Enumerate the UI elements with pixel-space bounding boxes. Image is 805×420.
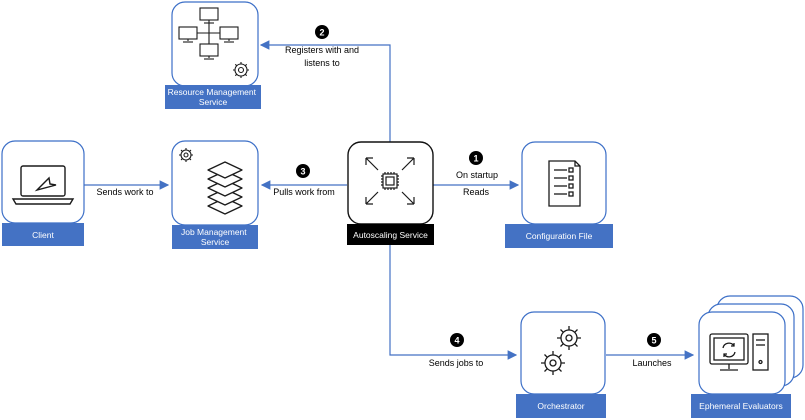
node-autoscaling: Autoscaling Service [347, 141, 434, 245]
node-resource-management: Resource Management Service [165, 1, 261, 109]
edge-label-pulls-work: Pulls work from [273, 187, 335, 197]
node-configuration-label: Configuration File [526, 231, 593, 241]
node-orchestrator: Orchestrator [516, 311, 606, 418]
edge-label-registers-1: Registers with and [285, 45, 359, 55]
autoscaling-to-resource-arrow [259, 40, 391, 142]
edge-label-sends-work: Sends work to [96, 187, 153, 197]
edge-label-on-startup: On startup [456, 170, 498, 180]
step-badge-5: 5 [647, 333, 661, 347]
autoscaling-icon [365, 157, 415, 205]
node-client: Client [1, 140, 85, 246]
step-badge-2: 2 [315, 25, 329, 39]
svg-text:4: 4 [454, 336, 459, 346]
node-evaluators-label: Ephemeral Evaluators [699, 401, 783, 411]
desktop-computer-icon [709, 333, 769, 371]
node-job-management-label-text: Job Management [181, 227, 247, 237]
svg-text:2: 2 [319, 28, 324, 38]
edge-label-registers-2: listens to [304, 58, 340, 68]
edge-label-reads: Reads [463, 187, 490, 197]
layers-icon [207, 161, 243, 215]
laptop-icon [11, 165, 75, 205]
node-configuration: Configuration File [505, 141, 613, 248]
node-orchestrator-label: Orchestrator [537, 401, 584, 411]
svg-text:1: 1 [473, 154, 478, 164]
connectors [84, 40, 695, 360]
svg-text:5: 5 [651, 336, 656, 346]
step-badge-4: 4 [450, 333, 464, 347]
node-resource-management-label: Resource Management Service [168, 87, 259, 107]
node-job-management-label: Job Management Service [181, 227, 249, 247]
gear-icon [179, 148, 193, 162]
node-evaluators: Ephemeral Evaluators [691, 295, 804, 418]
step-badge-3: 3 [296, 164, 310, 178]
node-job-management: Job Management Service [171, 140, 259, 249]
autoscaling-to-orchestrator-arrow [389, 245, 518, 360]
gear-icon [233, 62, 249, 78]
node-client-label: Client [32, 230, 54, 240]
step-badge-1: 1 [469, 151, 483, 165]
edge-label-sends-jobs: Sends jobs to [429, 358, 484, 368]
edge-label-launches: Launches [632, 358, 672, 368]
node-resource-management-label-text: Resource Management [168, 87, 257, 97]
document-list-icon [548, 160, 581, 207]
caption-line-2: Service [201, 237, 230, 247]
svg-text:3: 3 [300, 167, 305, 177]
network-computers-icon [178, 7, 239, 60]
gears-icon [541, 326, 581, 375]
caption-line-2: Service [199, 97, 228, 107]
node-autoscaling-label: Autoscaling Service [353, 230, 428, 240]
